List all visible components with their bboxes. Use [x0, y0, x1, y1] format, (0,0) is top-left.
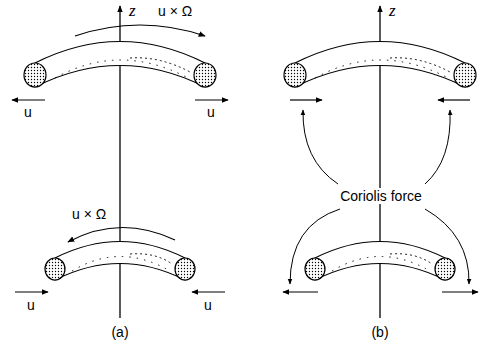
velocity-arrow	[15, 291, 48, 292]
velocity-arrow	[192, 291, 225, 292]
vector-label: u × Ω	[158, 3, 192, 19]
velocity-label: u	[204, 297, 212, 313]
circulation-arrow	[75, 25, 205, 36]
velocity-arrow	[12, 99, 45, 100]
panel-label: (b)	[371, 324, 388, 340]
axis-label: z	[129, 2, 136, 20]
leader-line	[425, 110, 450, 184]
leader-line	[303, 110, 338, 184]
vortex-tube	[24, 42, 216, 88]
vortex-tube	[305, 242, 455, 281]
vector-label: u × Ω	[72, 206, 106, 222]
force-arrow	[290, 99, 322, 100]
velocity-label: u	[27, 297, 35, 313]
vortex-tube	[284, 42, 476, 88]
axis-label: z	[389, 2, 396, 20]
vortex-tube	[45, 242, 195, 281]
panel-label: (a)	[111, 324, 128, 340]
panel-b	[283, 6, 478, 318]
velocity-label: u	[207, 104, 215, 120]
velocity-arrow	[195, 99, 228, 100]
force-arrow	[283, 291, 318, 292]
circulation-arrow	[68, 227, 175, 242]
force-label: Coriolis force	[338, 188, 424, 204]
velocity-label: u	[24, 104, 32, 120]
leader-line	[425, 209, 469, 284]
leader-line	[290, 209, 340, 284]
panel-a	[12, 6, 228, 318]
force-arrow	[442, 291, 478, 292]
force-arrow	[438, 99, 470, 100]
